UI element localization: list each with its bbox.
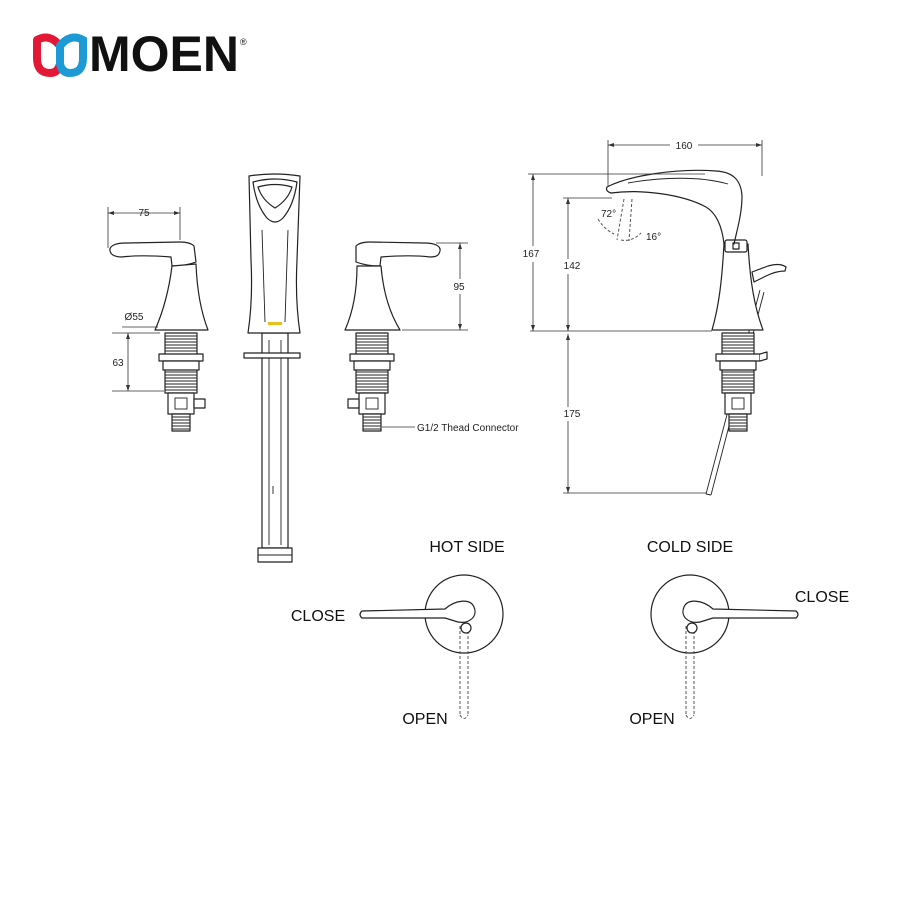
spout-mounting-rod-outer <box>261 332 289 549</box>
side-view-shank <box>715 332 768 432</box>
stream-angle-a-label: 72° <box>601 209 616 220</box>
spout-outlet-rim <box>252 178 298 223</box>
dim-142-label: 142 <box>564 261 581 272</box>
dim-175-arrow-bottom <box>566 487 570 493</box>
stream-angle-b-label: 16° <box>646 232 661 243</box>
dim-175-arrow-top <box>566 334 570 340</box>
right-handle-view: 95 G1/2 Thead Connector <box>344 241 519 434</box>
mounting-washer <box>349 353 395 362</box>
connector-port <box>174 397 188 410</box>
hot-close-label: CLOSE <box>291 608 345 625</box>
logo-mark-blue <box>56 33 87 78</box>
connector-note: G1/2 Thead Connector <box>417 423 519 434</box>
mounting-nut <box>162 360 200 371</box>
lift-rod-guide <box>759 351 768 362</box>
spout-outlet-inner <box>257 183 293 209</box>
dim-63-label: 63 <box>112 358 124 369</box>
brand-wordmark: MOEN <box>89 26 239 82</box>
side-body <box>711 243 764 331</box>
stream-line-a <box>616 198 625 241</box>
dim-175-label: 175 <box>564 409 581 420</box>
dim-75-label: 75 <box>138 208 150 219</box>
stream-angle-arc-b <box>620 232 642 241</box>
lift-knob <box>732 242 740 250</box>
hot-open-lever-cap <box>459 714 469 719</box>
stream-line-b <box>628 198 633 242</box>
stream-angle-arc-a <box>597 218 615 235</box>
cold-side-title: COLD SIDE <box>647 539 733 556</box>
mounting-washer <box>158 353 204 362</box>
side-handle-lever <box>751 264 787 283</box>
spout-body <box>247 173 301 334</box>
dim-142-arrow-top <box>566 198 570 204</box>
left-handle-view: 75 Ø55 63 <box>107 207 209 392</box>
hot-open-label: OPEN <box>402 711 447 728</box>
dim-167-arrow-bottom <box>531 325 535 331</box>
mounting-nut <box>353 360 391 371</box>
connector-port <box>731 397 745 410</box>
dim-95-arrow-bottom <box>458 324 462 330</box>
hot-side-diagram: HOT SIDE CLOSE OPEN <box>291 539 505 728</box>
dim-55-label: Ø55 <box>125 312 144 323</box>
cold-side-diagram: COLD SIDE CLOSE OPEN <box>629 539 849 728</box>
spout-tip <box>605 186 612 194</box>
faucet-side-view: 72° 16° 160 167 142 175 <box>523 140 787 496</box>
mounting-washer <box>715 353 761 362</box>
left-handle-body <box>154 263 209 331</box>
mounting-nut <box>719 360 757 371</box>
cold-open-label: OPEN <box>629 711 674 728</box>
dim-75-arrow-left <box>108 211 114 215</box>
registered-mark: ® <box>240 37 247 47</box>
dim-63-arrow-bottom <box>126 385 130 391</box>
spout-mounting-bracket <box>243 352 301 359</box>
right-valve-shank <box>347 332 395 432</box>
spout-contour-right <box>284 229 289 323</box>
cold-close-lever <box>682 600 799 623</box>
connector-port <box>365 397 379 410</box>
side-inlet <box>347 398 360 409</box>
spout-lower-surface <box>610 191 725 245</box>
hot-pivot <box>460 622 472 634</box>
lift-rod-tip <box>705 493 712 496</box>
left-valve-shank <box>158 332 206 432</box>
spout-brand-mark <box>268 322 282 325</box>
left-handle-lever <box>109 241 197 267</box>
right-handle-lever <box>355 241 441 267</box>
dim-160-label: 160 <box>676 141 693 152</box>
spout-highlight <box>627 177 729 185</box>
dim-160-arrow-right <box>756 143 762 147</box>
connector-body <box>167 392 195 415</box>
spout-upper-surface <box>606 169 743 245</box>
hot-close-lever <box>359 600 476 623</box>
right-handle-body <box>344 265 401 331</box>
moen-logo: MOEN ® <box>33 26 247 82</box>
cold-pivot <box>686 622 698 634</box>
spout-contour-left <box>261 229 266 323</box>
hot-side-title: HOT SIDE <box>429 539 504 556</box>
connector-body <box>358 392 386 415</box>
dim-160-arrow-left <box>608 143 614 147</box>
connector-body <box>724 392 752 415</box>
dim-95-arrow-top <box>458 243 462 249</box>
cold-open-lever-cap <box>685 714 695 719</box>
cold-close-label: CLOSE <box>795 589 849 606</box>
side-inlet <box>193 398 206 409</box>
dim-63-arrow-top <box>126 333 130 339</box>
dim-75-arrow-right <box>174 211 180 215</box>
dim-95-label: 95 <box>453 282 465 293</box>
dim-167-arrow-top <box>531 174 535 180</box>
dim-167-label: 167 <box>523 249 540 260</box>
dim-142-arrow-bottom <box>566 325 570 331</box>
spout-front-view <box>243 173 301 563</box>
